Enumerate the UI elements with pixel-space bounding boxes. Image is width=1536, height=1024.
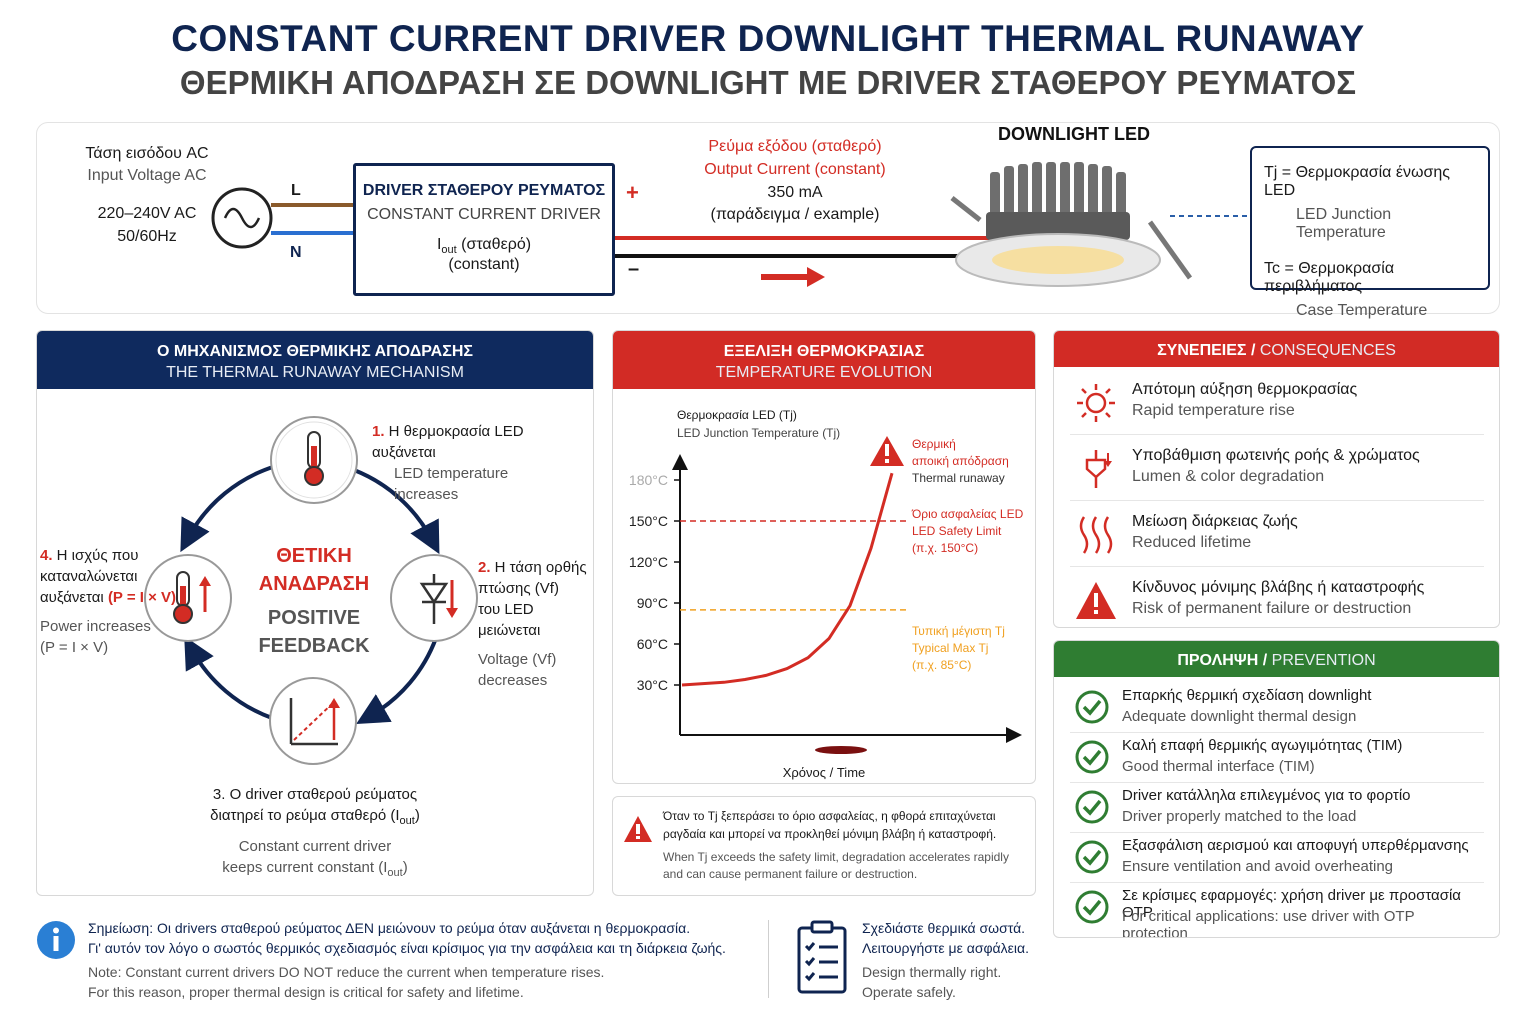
warning-icon <box>1076 582 1116 619</box>
footer-divider <box>768 920 769 998</box>
prevention-item: Εξασφάλιση αερισμού και αποφυγή υπερθέρμ… <box>1070 833 1484 883</box>
prevention-panel: ΠΡΟΛΗΨΗ / PREVENTION Επαρκής θερμική σχε… <box>1053 640 1500 938</box>
input-label-en: Input Voltage AC <box>87 167 207 184</box>
output-current-en: Output Current (constant) <box>704 161 886 178</box>
y-tick-label: 30°C <box>637 677 668 693</box>
evolution-header: ΕΞΕΛΙΞΗ ΘΕΡΜΟΚΡΑΣΙΑΣ TEMPERATURE EVOLUTI… <box>613 331 1035 389</box>
tc-label-en: Case Temperature <box>1296 302 1428 319</box>
bulb-down-icon <box>1085 450 1112 488</box>
step-2-text: 2. Η τάση ορθής πτώσης (Vf) του LED μειώ… <box>478 559 587 689</box>
driver-iout: Iout (σταθερό) <box>436 236 532 257</box>
check-circle-icon <box>1075 740 1109 774</box>
cycle-arrow-2 <box>353 468 440 555</box>
cycle-arrow-1 <box>180 464 277 553</box>
footer-note: Σημείωση: Οι drivers σταθερού ρεύματος Δ… <box>88 920 726 1000</box>
consequence-item: Απότομη αύξηση θερμοκρασίας Rapid temper… <box>1070 369 1484 435</box>
check-circle-icon <box>1075 840 1109 874</box>
runaway-label: Θερμική αποική απόδραση Thermal runaway <box>912 437 1009 485</box>
circuit-diagram <box>36 122 1500 314</box>
feedback-label-gr: ΘΕΤΙΚΗ ΑΝΑΔΡΑΣΗ <box>258 545 370 595</box>
output-wiring <box>615 236 1015 287</box>
current-graph-icon <box>289 698 340 746</box>
consequences-panel: ΣΥΝΕΠΕΙΕΣ / CONSEQUENCES Απότομη αύξηση … <box>1053 330 1500 628</box>
step-1-text: 1. Η θερμοκρασία LED αυξάνεται LED tempe… <box>372 423 524 503</box>
typical-max-label: Τυπική μέγιστη Tj Typical Max Tj (π.χ. 8… <box>912 624 1005 672</box>
check-circle-icon <box>1075 790 1109 824</box>
safety-limit-label: Όριο ασφαλείας LED LED Safety Limit (π.χ… <box>912 507 1024 555</box>
prevention-item: Σε κρίσιμες εφαρμογές: χρήση driver με π… <box>1070 883 1484 937</box>
input-voltage: 220–240V AC <box>97 205 197 222</box>
driver-iout-en: (constant) <box>448 256 520 274</box>
output-current-gr: Ρεύμα εξόδου (σταθερό) <box>708 138 882 155</box>
line-label: L <box>291 182 301 199</box>
driver-title-gr: DRIVER ΣΤΑΘΕΡΟΥ ΡΕΥΜΑΤΟΣ <box>362 182 606 199</box>
footer-slogan: Σχεδιάστε θερμικά σωστά. Λειτουργήστε με… <box>862 920 1029 1000</box>
led-diode-icon <box>419 574 449 624</box>
page-title: CONSTANT CURRENT DRIVER DOWNLIGHT THERMA… <box>171 18 1365 59</box>
current-arrow-icon <box>807 267 825 287</box>
input-frequency: 50/60Hz <box>117 228 177 245</box>
downlight-icon <box>950 162 1250 287</box>
tc-label-gr: Tc = Θερμοκρασία περιβλήματος <box>1264 260 1395 295</box>
consequence-item: Υποβάθμιση φωτεινής ροής & χρώματος Lume… <box>1070 435 1484 501</box>
mechanism-header: Ο ΜΗΧΑΝΙΣΜΟΣ ΘΕΡΜΙΚΗΣ ΑΠΟΔΡΑΣΗΣ THE THER… <box>37 331 593 389</box>
y-tick-label: 150°C <box>629 513 668 529</box>
prevention-item: Επαρκής θερμική σχεδίαση downlight Adequ… <box>1070 683 1484 733</box>
feedback-cycle <box>144 416 478 765</box>
warning-text-gr: Όταν το Tj ξεπεράσει το όριο ασφαλείας, … <box>663 809 997 841</box>
info-icon <box>37 921 75 959</box>
plus-sign: + <box>626 180 639 205</box>
step-3-text: 3. Ο driver σταθερού ρεύματος διατηρεί τ… <box>210 786 420 879</box>
y-tick-label: 120°C <box>629 554 668 570</box>
warning-icon <box>624 816 652 842</box>
ac-source-wiring <box>211 187 355 249</box>
y-tick-label: 180°C <box>629 472 668 488</box>
consequences-header: ΣΥΝΕΠΕΙΕΣ / CONSEQUENCES <box>1054 331 1499 367</box>
feedback-label-en: POSITIVE FEEDBACK <box>258 607 370 657</box>
step-4-text: 4. Η ισχύς που καταναλώνεται αυξάνεται (… <box>40 547 177 656</box>
output-current-value: 350 mA <box>767 184 823 201</box>
heat-waves-icon <box>1079 516 1113 554</box>
check-circle-icon <box>1075 890 1109 924</box>
input-label-gr: Τάση εισόδου AC <box>85 145 209 162</box>
warning-text-en: When Tj exceeds the safety limit, degrad… <box>663 850 1009 881</box>
driver-box: DRIVER ΣΤΑΘΕΡΟΥ ΡΕΥΜΑΤΟΣ CONSTANT CURREN… <box>353 163 615 296</box>
page-subtitle: ΘΕΡΜΙΚΗ ΑΠΟΔΡΑΣΗ ΣΕ DOWNLIGHT ME DRIVER … <box>179 64 1357 101</box>
driver-title-en: CONSTANT CURRENT DRIVER <box>367 206 601 223</box>
runaway-warning-icon <box>870 436 904 466</box>
chart-ylabel: Θερμοκρασία LED (Tj) LED Junction Temper… <box>677 408 841 440</box>
output-current-example: (παράδειγμα / example) <box>710 206 880 223</box>
cycle-arrow-3 <box>356 637 438 724</box>
temperature-chart: 30°C 60°C 90°C 120°C 150°C 180°C <box>629 436 1022 754</box>
y-tick-label: 90°C <box>637 595 668 611</box>
cycle-arrow-4 <box>184 636 273 720</box>
prevention-item: Driver κατάλληλα επιλεγμένος για το φορτ… <box>1070 783 1484 833</box>
tj-label-en: LED Junction Temperature <box>1296 206 1392 241</box>
prevention-item: Καλή επαφή θερμικής αγωγιμότητας (TIM) G… <box>1070 733 1484 783</box>
downlight-label: DOWNLIGHT LED <box>998 124 1150 144</box>
prevention-header: ΠΡΟΛΗΨΗ / PREVENTION <box>1054 641 1499 677</box>
runaway-warning-box: Όταν το Tj ξεπεράσει το όριο ασφαλείας, … <box>612 796 1036 896</box>
legend-box: Tj = Θερμοκρασία ένωσης LED LED Junction… <box>1250 146 1490 319</box>
tj-label-gr: Tj = Θερμοκρασία ένωσης LED <box>1264 164 1450 199</box>
minus-sign: – <box>628 258 640 280</box>
consequence-item: Κίνδυνος μόνιμης βλάβης ή καταστροφής Ri… <box>1070 567 1484 627</box>
check-circle-icon <box>1075 690 1109 724</box>
checklist-icon <box>797 920 847 994</box>
evolution-panel: ΕΞΕΛΙΞΗ ΘΕΡΜΟΚΡΑΣΙΑΣ TEMPERATURE EVOLUTI… <box>612 330 1036 784</box>
tj-series-line <box>681 472 894 687</box>
chart-xlabel: Χρόνος / Time <box>782 765 866 780</box>
sun-icon <box>1077 384 1115 422</box>
neutral-label: N <box>290 244 302 261</box>
y-tick-label: 60°C <box>637 636 668 652</box>
consequence-item: Μείωση διάρκειας ζωής Reduced lifetime <box>1070 501 1484 567</box>
